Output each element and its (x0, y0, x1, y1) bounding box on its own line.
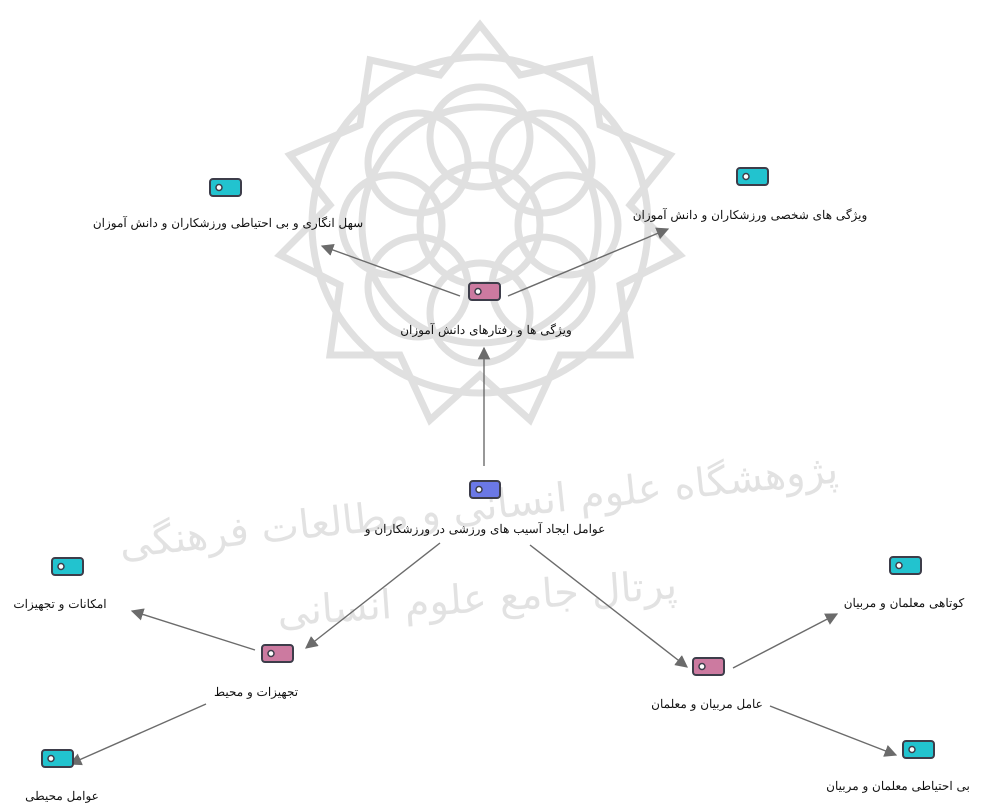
code-tag-icon (889, 556, 922, 575)
node-personal-traits-label: ویژگی های شخصی ورزشکاران و دانش آموزان (633, 207, 868, 222)
edge-students-to-personal-traits (507, 227, 670, 297)
node-coach-carelessness[interactable]: بی احتیاطی معلمان و مربیان (826, 740, 970, 793)
edge-root-to-equipment-env (305, 542, 441, 649)
code-tag-icon (209, 178, 242, 197)
node-facilities-label: امکانات و تجهیزات (13, 597, 106, 611)
edge-coaches-to-shortcoming (732, 613, 839, 669)
node-coach-carelessness-label: بی احتیاطی معلمان و مربیان (826, 779, 970, 793)
node-coaches[interactable]: عامل مربیان و معلمان (651, 657, 763, 711)
edge-coaches-to-carelessness (769, 705, 898, 757)
watermark-line-1: پژوهشگاه علوم انسانی و مطالعات فرهنگی (117, 446, 840, 567)
code-tag-icon (692, 657, 725, 676)
node-equipment-env-label: تجهیزات و محیط (214, 685, 298, 699)
node-carelessness-label: سهل انگاری و بی احتیاطی ورزشکاران و دانش… (93, 215, 363, 230)
code-tag-icon (469, 480, 501, 499)
edge-equipment-env-to-environmental (68, 703, 207, 766)
code-tag-icon (41, 749, 74, 768)
node-facilities[interactable]: امکانات و تجهیزات (13, 557, 107, 611)
edge-equipment-env-to-facilities (130, 608, 256, 651)
node-equipment-env[interactable]: تجهیزات و محیط (214, 644, 298, 699)
node-coaches-label: عامل مربیان و معلمان (651, 697, 763, 711)
code-tag-icon (468, 282, 501, 301)
code-tag-icon (51, 557, 84, 576)
node-personal-traits[interactable]: ویژگی های شخصی ورزشکاران و دانش آموزان (633, 167, 868, 222)
node-coach-shortcoming[interactable]: کوتاهی معلمان و مربیان (844, 556, 965, 610)
node-environmental-label: عوامل محیطی (25, 789, 99, 803)
edge-students-to-carelessness (320, 243, 461, 297)
node-coach-shortcoming-label: کوتاهی معلمان و مربیان (844, 596, 965, 610)
edge-root-to-coaches (529, 544, 688, 668)
edges (68, 227, 898, 766)
code-tag-icon (902, 740, 935, 759)
node-environmental[interactable]: عوامل محیطی (25, 749, 99, 803)
nodes: عوامل ایجاد آسیب های ورزشی در ورزشکاران … (13, 167, 970, 803)
node-carelessness[interactable]: سهل انگاری و بی احتیاطی ورزشکاران و دانش… (93, 178, 363, 230)
node-root-label: عوامل ایجاد آسیب های ورزشی در ورزشکاران … (364, 521, 606, 536)
node-students-label: ویژگی ها و رفتارهای دانش آموزان (400, 322, 572, 337)
code-tag-icon (736, 167, 769, 186)
node-students[interactable]: ویژگی ها و رفتارهای دانش آموزان (400, 282, 572, 337)
code-tag-icon (261, 644, 294, 663)
node-root[interactable]: عوامل ایجاد آسیب های ورزشی در ورزشکاران … (364, 480, 606, 536)
